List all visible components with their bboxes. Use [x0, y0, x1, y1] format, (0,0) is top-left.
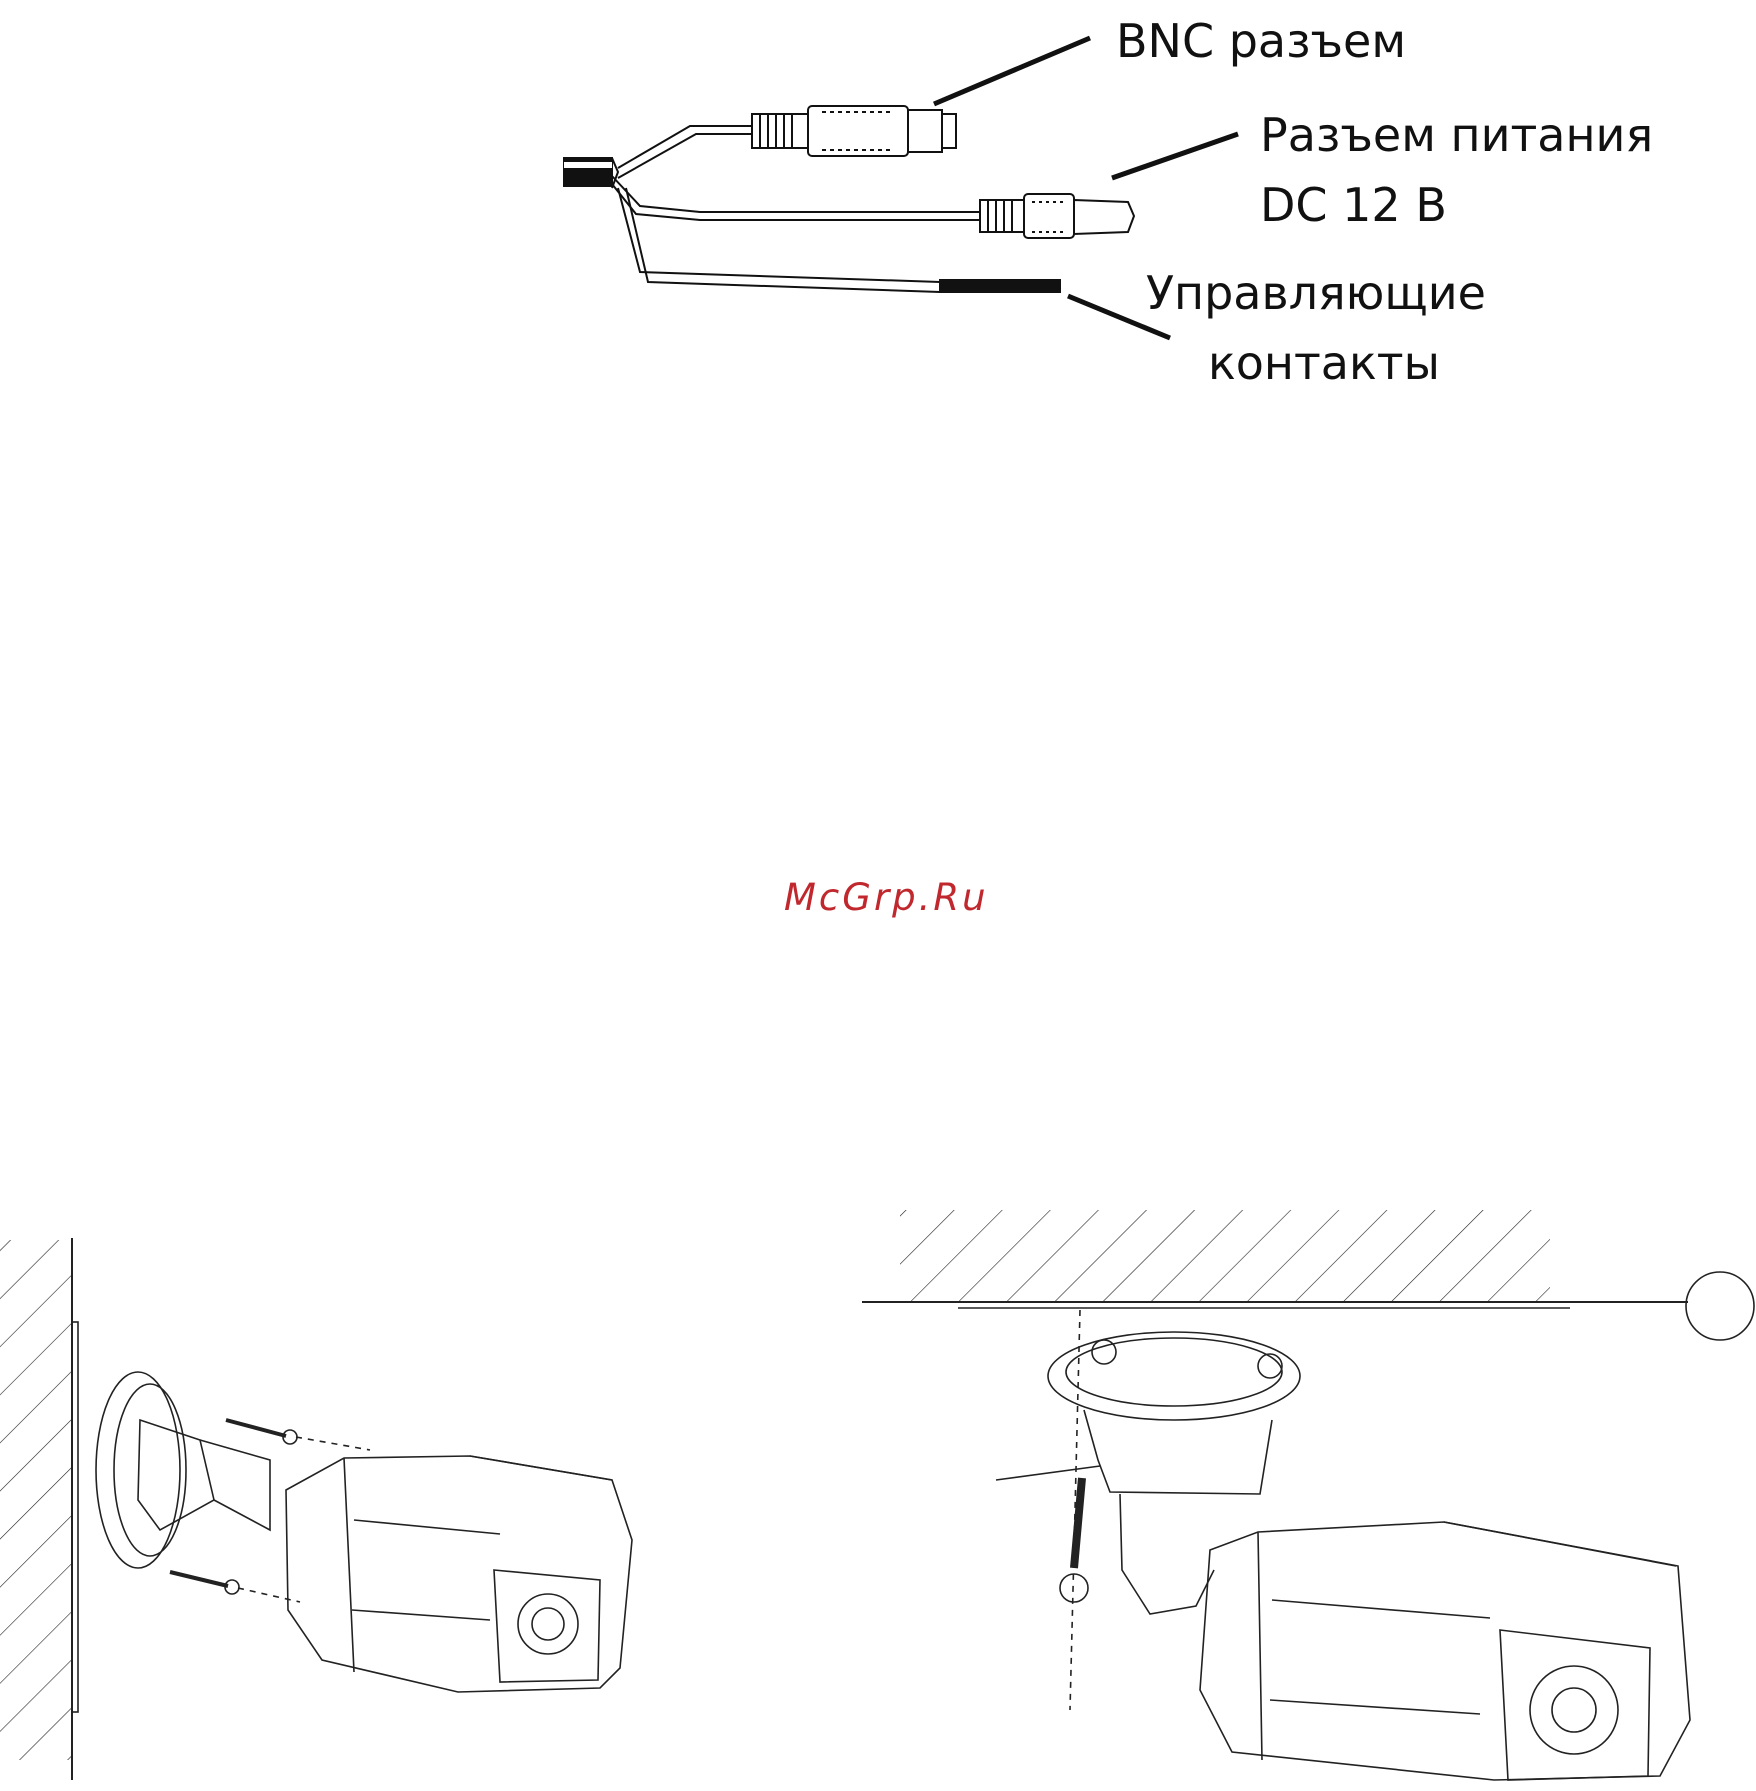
watermark: McGrp.Ru — [784, 876, 989, 919]
bnc-connector — [752, 106, 956, 156]
bnc-leader — [934, 38, 1090, 104]
power-leader — [1112, 134, 1238, 178]
power-connector-label-line2: DC 12 В — [1260, 168, 1447, 242]
control-wire — [618, 188, 940, 282]
bnc-wire — [618, 126, 752, 168]
wall-mount-illustration — [0, 1238, 632, 1780]
ceiling-mount-illustration — [862, 1210, 1754, 1780]
dc-connector — [980, 194, 1134, 238]
bnc-connector-label: BNC разъем — [1116, 4, 1406, 78]
power-connector-label-line1: Разъем питания — [1260, 98, 1653, 172]
control-wire-end — [940, 280, 1060, 292]
control-contacts-label-line2: контакты — [1208, 326, 1440, 400]
control-contacts-label-line1: Управляющие — [1146, 256, 1486, 330]
cable-diagram — [564, 38, 1238, 338]
power-wire — [612, 176, 980, 212]
